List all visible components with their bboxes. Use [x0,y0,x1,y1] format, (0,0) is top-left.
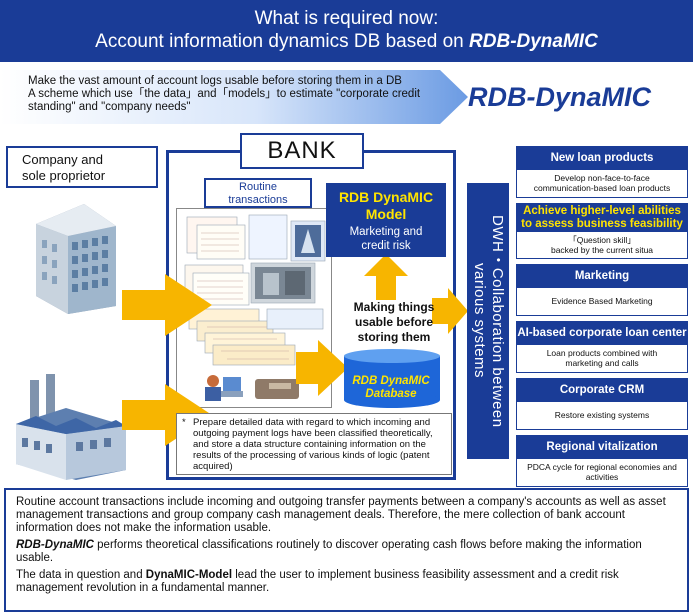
making-usable-text: Making things usable before storing them [336,300,452,345]
bottom-paragraph-1: Routine account transactions include inc… [16,496,666,534]
model-sub-line-2: credit risk [361,240,411,252]
making-line-2: usable before [354,315,434,329]
p3-bold: DynaMIC-Model [145,569,233,581]
right-item-corporate-crm: Corporate CRM Restore existing systems [516,378,688,430]
database-label: RDB DynaMIC Database [343,375,439,401]
desc-line-1: Loan products combined with [546,348,658,358]
company-label-box: Company and sole proprietor [6,146,158,188]
intro-line-2: A scheme which use「the data」and「models」t… [28,88,421,113]
intro-line-1: Make the vast amount of account logs usa… [28,75,402,87]
right-item-title: Marketing [517,265,687,288]
header-line-1: What is required now: [254,8,439,29]
right-item-ai-loan-center: AI-based corporate loan center Loan prod… [516,321,688,373]
company-label-line-2: sole proprietor [22,168,106,183]
p2-brand: RDB-DynaMIC [16,539,94,551]
right-item-desc: Evidence Based Marketing [551,296,653,306]
arrow-factory-to-bank [122,384,212,446]
db-line-2: Database [365,388,417,400]
model-subtitle: Marketing and credit risk [326,225,446,253]
right-item-desc: Restore existing systems [554,410,650,420]
right-item-marketing: Marketing Evidence Based Marketing [516,264,688,316]
right-item-new-loan-products: New loan products Develop non-face-to-fa… [516,146,688,198]
dwh-line-2: various systems [471,263,488,379]
intro-text: Make the vast amount of account logs usa… [28,75,458,114]
p3-rest: lead the user to implement business feas… [16,569,619,594]
desc-line-1: PDCA cycle for regional economies and [527,462,677,472]
database-cylinder-icon [344,349,440,408]
bank-note-box: * Prepare detailed data with regard to w… [176,413,452,475]
p3-prefix: The data in question and [16,569,146,581]
model-sub-line-1: Marketing and [349,226,423,238]
desc-line-1: 「Question skill」 [568,234,636,245]
right-item-title: AI-based corporate loan center [517,322,687,345]
dwh-line-1: DWH・Collaboration between [489,214,506,428]
arrow-db-to-model [364,254,408,300]
note-asterisk: * [182,417,186,428]
db-line-1: RDB DynaMIC [352,375,430,387]
office-building-icon [36,204,116,314]
right-item-title: New loan products [517,147,687,170]
desc-line-2: marketing and calls [565,358,639,368]
routine-label-line-2: transactions [228,194,288,206]
desc-line-1: Develop non-face-to-face [554,173,650,183]
header-banner: What is required now: Account informatio… [0,0,693,62]
arrow-routine-to-db [296,340,348,396]
arrow-company-to-bank [122,274,212,336]
desc-line-2: communication-based loan products [533,183,671,193]
factory-icon [16,374,126,480]
intro-banner-arrow [0,70,468,124]
routine-transactions-label: Routine transactions [204,178,312,208]
right-item-title: Regional vitalization [517,436,687,459]
right-item-title: Corporate CRM [517,379,687,402]
desc-line-2: activities [585,472,619,482]
arrow-to-dwh [432,288,468,334]
right-item-regional-vitalization: Regional vitalization PDCA cycle for reg… [516,435,688,487]
bottom-paragraph-2: RDB-DynaMIC performs theoretical classif… [16,539,677,565]
p2-rest: performs theoretical classifications rou… [16,539,642,564]
routine-label-line-1: Routine [239,181,277,193]
model-title-line-1: RDB DynaMIC [338,189,434,205]
bank-title: BANK [240,133,364,169]
making-line-1: Making things [353,300,435,314]
note-text: Prepare detailed data with regard to whi… [193,417,433,472]
header-brand: RDB-DynaMIC [469,31,598,52]
right-item-desc: 「Question skill」backed by the current si… [517,232,687,257]
header-line-2: Account information dynamics DB based on… [0,30,693,53]
company-label-line-1: Company and [22,152,103,167]
desc-line-2: backed by the current situa [550,244,654,255]
making-line-3: storing them [357,330,431,344]
title-line-2: to assess business feasibility [521,218,683,230]
dwh-collaboration-bar [467,183,509,459]
header-line-2-prefix: Account information dynamics DB based on [95,31,470,52]
bottom-description-box: Routine account transactions include inc… [4,488,689,612]
model-title-line-2: Model [365,206,407,222]
documents-collage-icon [184,214,326,401]
title-line-1: Achieve higher-level abilities [523,205,681,217]
brand-logo-text: RDB-DynaMIC [468,82,652,112]
bottom-paragraph-3: The data in question and DynaMIC-Model l… [16,569,677,595]
